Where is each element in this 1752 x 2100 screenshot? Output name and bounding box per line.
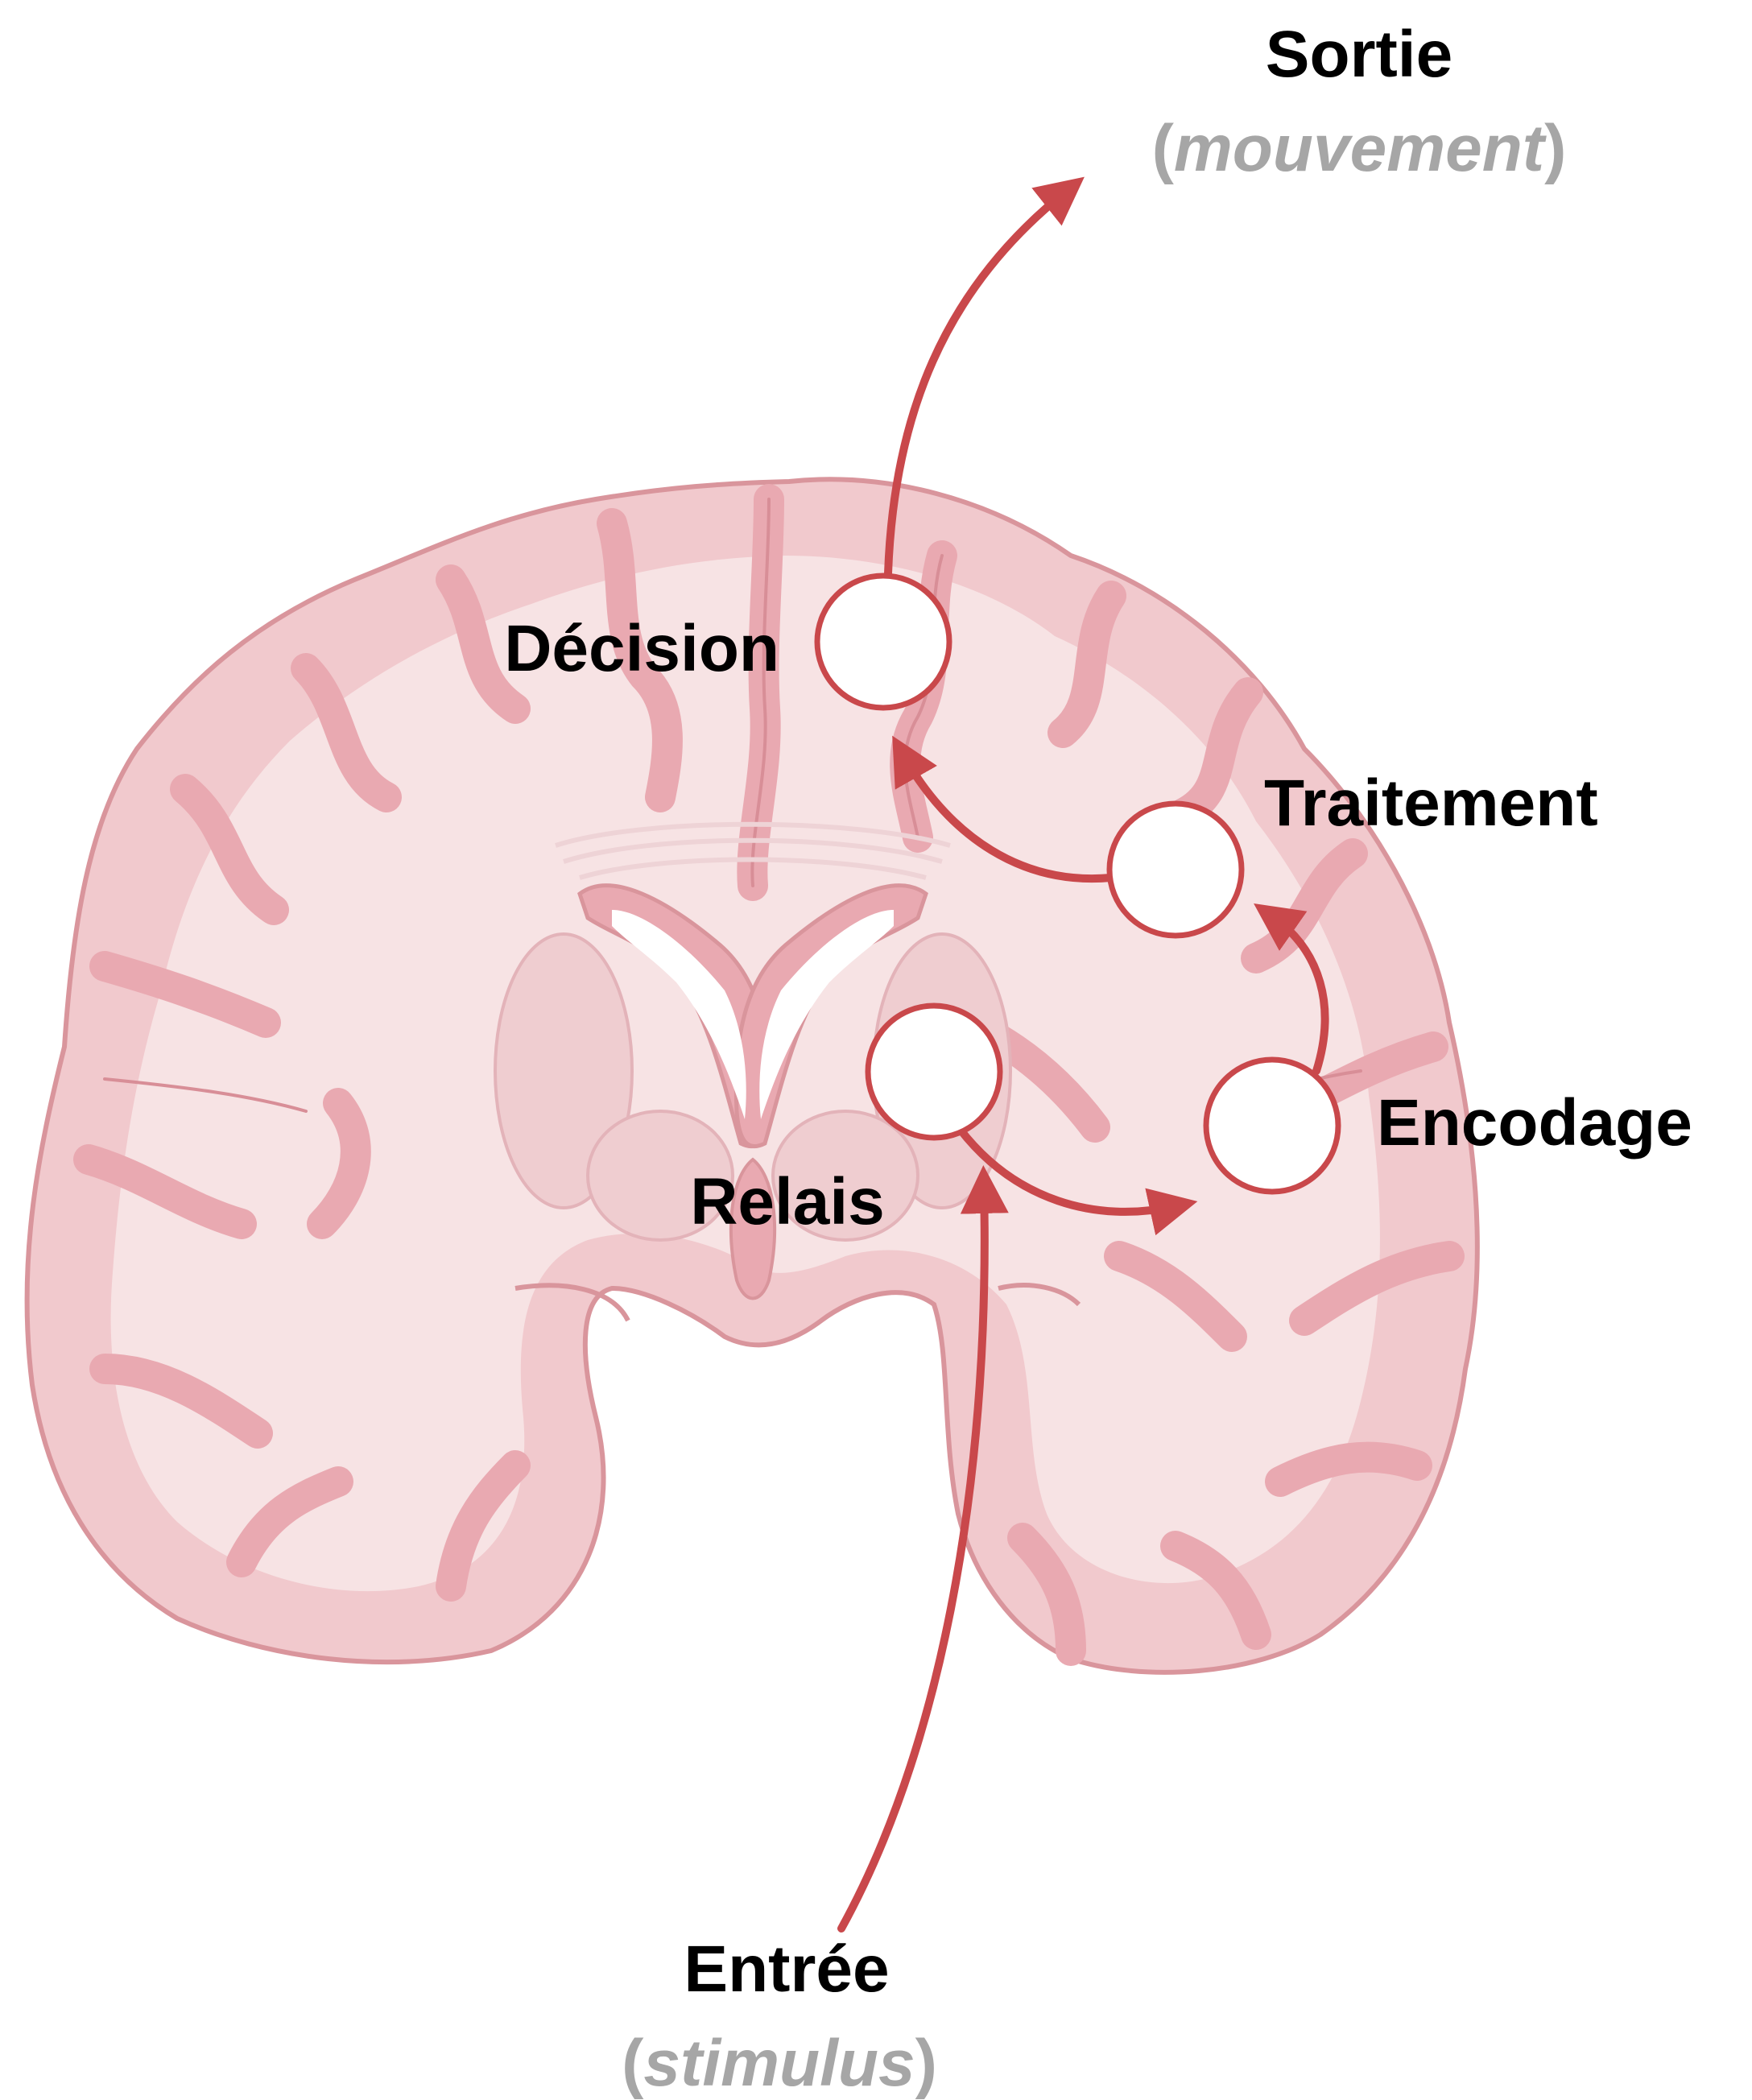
input-open-paren: ( [622, 2027, 644, 2100]
output-close-paren: ) [1544, 112, 1566, 185]
input-subtitle-text: stimulus [643, 2027, 915, 2100]
label-output-subtitle: (mouvement) [1152, 112, 1567, 185]
label-input-title: Entrée [684, 1933, 889, 2006]
label-input-subtitle: (stimulus) [622, 2027, 937, 2100]
node-relay [868, 1006, 1000, 1138]
output-open-paren: ( [1152, 112, 1175, 185]
label-processing: Traitement [1264, 767, 1598, 840]
output-subtitle-text: mouvement [1174, 112, 1547, 185]
label-relay: Relais [690, 1165, 885, 1238]
node-decision [817, 576, 949, 708]
label-output-title: Sortie [1266, 18, 1452, 91]
label-decision: Décision [504, 612, 779, 685]
node-encoding [1206, 1060, 1338, 1192]
input-close-paren: ) [915, 2027, 937, 2100]
label-encoding: Encodage [1377, 1086, 1692, 1160]
node-processing [1109, 804, 1242, 936]
